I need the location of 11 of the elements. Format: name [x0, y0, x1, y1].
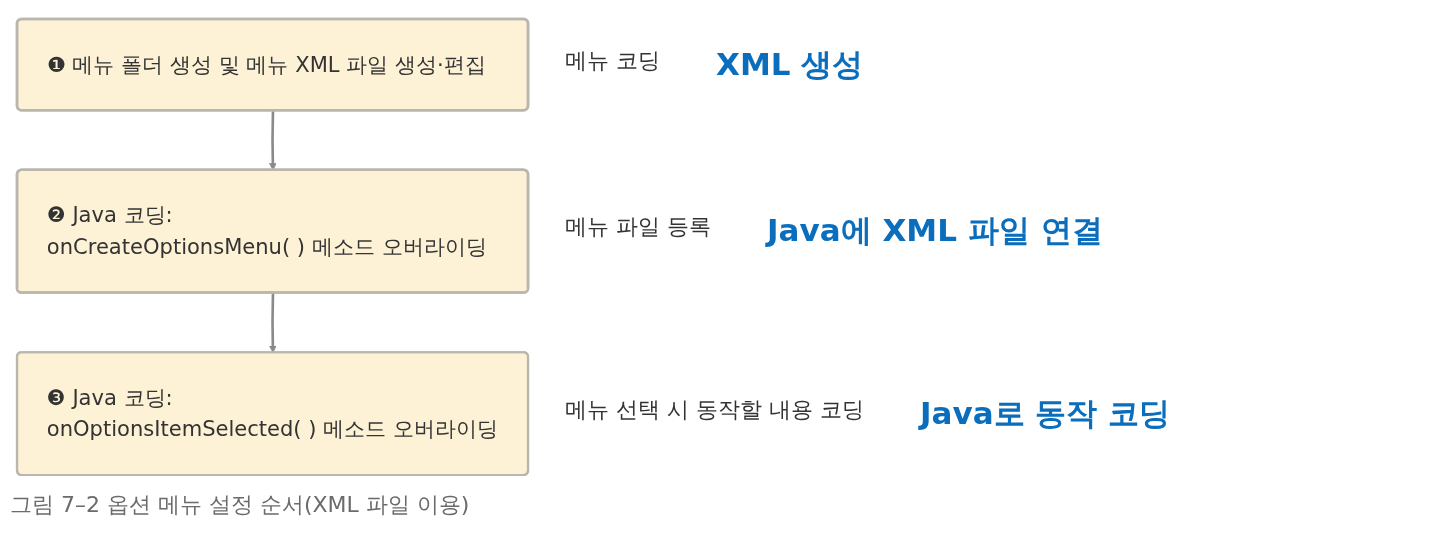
step-box: ❶ 메뉴 폴더 생성 및 메뉴 XML 파일 생성·편집 [15, 17, 530, 112]
annotation-text: XML 생성 [716, 44, 864, 84]
side-note: 메뉴 코딩 [565, 46, 661, 75]
figure-caption: 그림 7–2 옵션 메뉴 설정 순서(XML 파일 이용) [10, 491, 470, 519]
step-box: ❸ Java 코딩: onOptionsItemSelected( ) 메소드 오버라이딩 [15, 351, 530, 477]
side-note: 메뉴 선택 시 동작할 내용 코딩 [565, 395, 864, 424]
annotation-text: Java에 XML 파일 연결 [767, 211, 1103, 251]
annotation-text: Java로 동작 코딩 [920, 393, 1171, 433]
side-note: 메뉴 파일 등록 [565, 213, 712, 242]
arrow [269, 293, 277, 353]
step-box: ❷ Java 코딩: onCreateOptionsMenu( ) 메소드 오버라이딩 [15, 168, 530, 294]
